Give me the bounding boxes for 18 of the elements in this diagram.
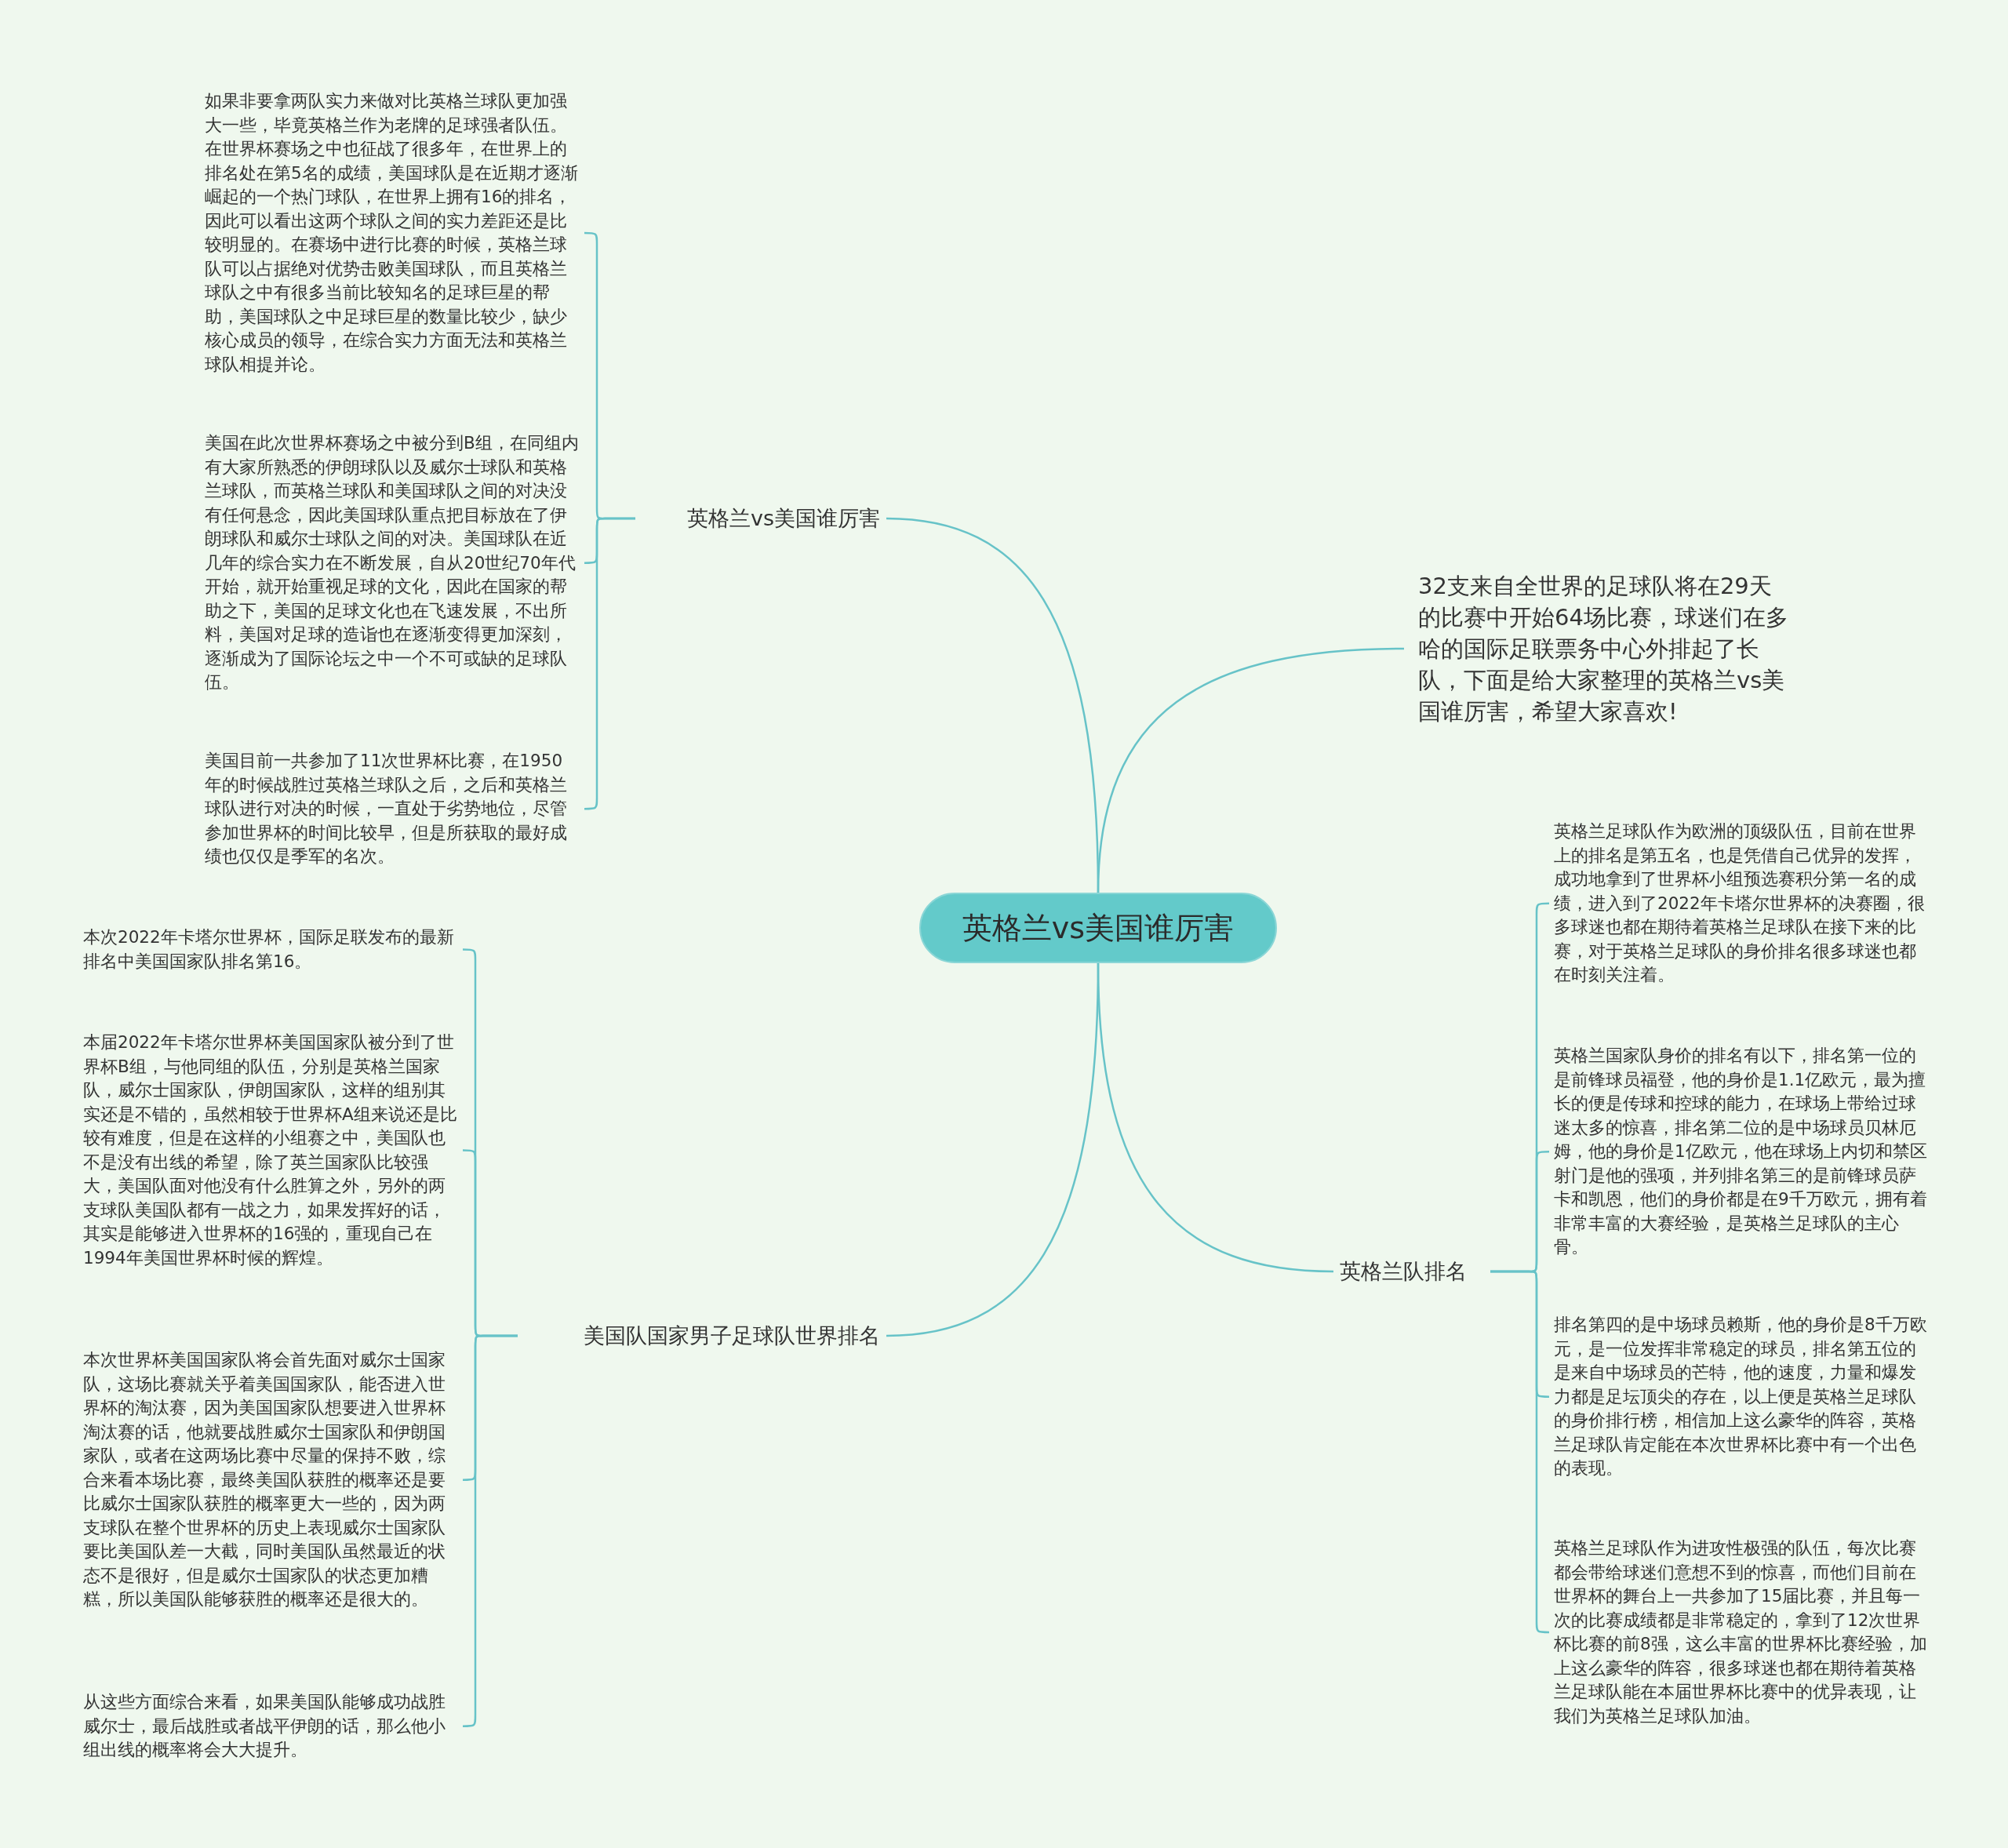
note-text: 如果非要拿两队实力来做对比英格兰球队更加强大一些，毕竟英格兰作为老牌的足球强者队伍。在世界杯赛场之中也征战了很多年，在世界上的排名处在第5名的成绩，美国球队是在近期才逐渐崛起的一个热门球队，在世界上拥有16的排名，因此可以看出这两个球队之间的实力差距还是比较明显的。在赛场中进行比赛的时候，英格兰球队可以占据绝对优势击败美国球队，而且英格兰球队之中有很多当前比较知名的足球巨星的帮助，美国球队之中足球巨星的数量比较少，缺少核心成员的领导，在综合实力方面无法和英格兰球队相提并论。 (200, 89, 584, 377)
note-text: 美国目前一共参加了11次世界杯比赛，在1950年的时候战胜过英格兰球队之后，之后和英格兰球队进行对决的时候，一直处于劣势地位，尽管参加世界杯的时间比较早，但是所获取的最好成绩也仅仅是季军的名次。 (200, 749, 584, 869)
topic-label: 英格兰队排名 (1333, 1252, 1490, 1291)
intro-text: 32支来自全世界的足球队将在29天的比赛中开始64场比赛，球迷们在多哈的国际足联票务中心外排起了长队，下面是给大家整理的英格兰vs美国谁厉害，希望大家喜欢! (1404, 570, 1796, 727)
central-topic-pill: 英格兰vs美国谁厉害 (919, 893, 1277, 963)
note-text: 美国在此次世界杯赛场之中被分到B组，在同组内有大家所熟悉的伊朗球队以及威尔士球队和英格兰球队，而英格兰球队和美国球队之间的对决没有任何悬念，因此美国球队重点把目标放在了伊朗球队和威尔士球队之间的对决。美国球队在近几年的综合实力在不断发展，自从20世纪70年代开始，就开始重视足球的文化，因此在国家的帮助之下，美国的足球文化也在飞速发展，不出所料，美国对足球的造诣也在逐渐变得更加深刻，逐渐成为了国际论坛之中一个不可或缺的足球队伍。 (200, 431, 584, 695)
topic-label: 英格兰vs美国谁厉害 (635, 499, 886, 538)
note-text: 排名第四的是中场球员赖斯，他的身价是8千万欧元，是一位发挥非常稳定的球员，排名第五位的是来自中场球员的芒特，他的速度，力量和爆发力都是足坛顶尖的存在，以上便是英格兰足球队的身价排行榜，相信加上这么豪华的阵容，英格兰足球队肯定能在本次世界杯比赛中有一个出色的表现。 (1549, 1313, 1933, 1481)
note-text: 英格兰国家队身价的排名有以下，排名第一位的是前锋球员福登，他的身价是1.1亿欧元，最为擅长的便是传球和控球的能力，在球场上带给过球迷太多的惊喜，排名第二位的是中场球员贝林厄姆，他的身价是1亿欧元，他在球场上内切和禁区射门是他的强项，并列排名第三的是前锋球员萨卡和凯恩，他们的身价都是在9千万欧元，拥有着非常丰富的大赛经验，是英格兰足球队的主心骨。 (1549, 1044, 1933, 1260)
note-text: 从这些方面综合来看，如果美国队能够成功战胜威尔士，最后战胜或者战平伊朗的话，那么他小组出线的概率将会大大提升。 (78, 1690, 463, 1763)
note-text: 本次世界杯美国国家队将会首先面对威尔士国家队，这场比赛就关乎着美国国家队，能否进入世界杯的淘汰赛，因为美国国家队想要进入世界杯淘汰赛的话，他就要战胜威尔士国家队和伊朗国家队，或者在这两场比赛中尽量的保持不败，综合来看本场比赛，最终美国队获胜的概率还是要比威尔士国家队获胜的概率更大一些的，因为两支球队在整个世界杯的历史上表现威尔士国家队要比美国队差一大截，同时美国队虽然最近的状态不是很好，但是威尔士国家队的状态更加糟糕，所以美国队能够获胜的概率还是很大的。 (78, 1348, 463, 1612)
topic-label: 美国队国家男子足球队世界排名 (518, 1316, 886, 1355)
note-text: 本届2022年卡塔尔世界杯美国国家队被分到了世界杯B组，与他同组的队伍，分别是英格兰国家队，威尔士国家队，伊朗国家队，这样的组别其实还是不错的，虽然相较于世界杯A组来说还是比较有难度，但是在这样的小组赛之中，美国队也不是没有出线的希望，除了英兰国家队比较强大，美国队面对他没有什么胜算之外，另外的两支球队美国队都有一战之力，如果发挥好的话，其实是能够进入世界杯的16强的，重现自己在1994年美国世界杯时候的辉煌。 (78, 1031, 463, 1270)
note-text: 英格兰足球队作为进攻性极强的队伍，每次比赛都会带给球迷们意想不到的惊喜，而他们目前在世界杯的舞台上一共参加了15届比赛，并且每一次的比赛成绩都是非常稳定的，拿到了12次世界杯比赛的前8强，这么丰富的世界杯比赛经验，加上这么豪华的阵容，很多球迷也都在期待着英格兰足球队能在本届世界杯比赛中的优异表现，让我们为英格兰足球队加油。 (1549, 1537, 1933, 1728)
connector-line (1097, 647, 1405, 893)
note-text: 本次2022年卡塔尔世界杯，国际足联发布的最新排名中美国国家队排名第16。 (78, 926, 463, 973)
note-text: 英格兰足球队作为欧洲的顶级队伍，目前在世界上的排名是第五名，也是凭借自己优异的发挥，成功地拿到了世界杯小组预选赛积分第一名的成绩，进入到了2022年卡塔尔世界杯的决赛圈，很多球迷也都在期待着英格兰足球队在接下来的比赛，对于英格兰足球队的身价排名很多球迷也都在时刻关注着。 (1549, 820, 1933, 988)
connector-line (886, 962, 1100, 1337)
